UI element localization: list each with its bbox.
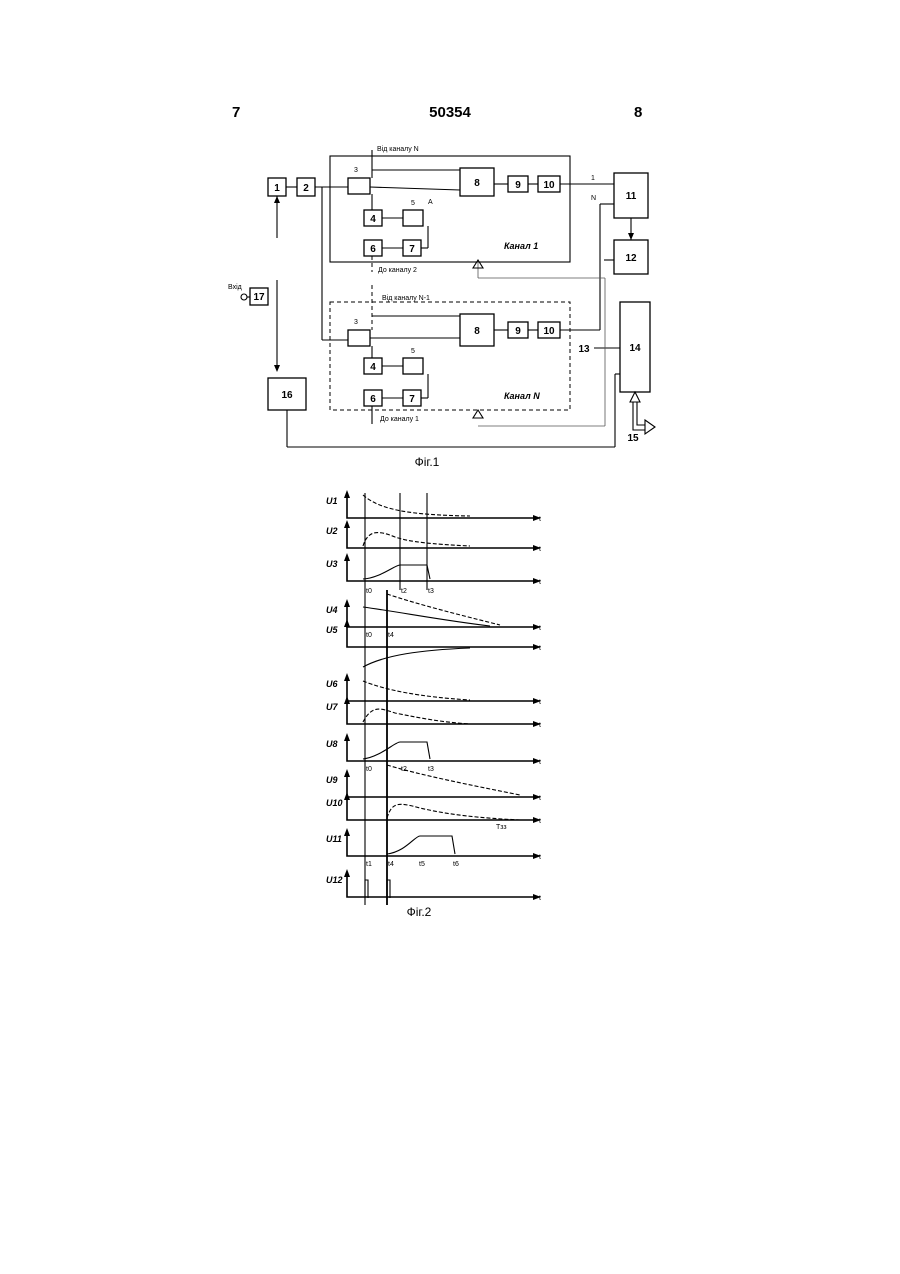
- u9-t-label: t: [539, 795, 541, 802]
- u1-axes: [347, 494, 535, 518]
- time-mark-label: t1: [366, 861, 372, 868]
- u2-curve: [363, 533, 470, 546]
- u12-vertical-arrow: [344, 869, 350, 877]
- u5-vertical-arrow: [344, 619, 350, 627]
- time-mark-label: t0: [366, 766, 372, 773]
- u10-t-label: t: [539, 818, 541, 825]
- time-mark-label: t2: [401, 588, 407, 595]
- u12-label: U12: [326, 875, 343, 885]
- u6-label: U6: [326, 679, 338, 689]
- u3-t-label: t: [539, 579, 541, 586]
- u4-curve: [363, 607, 490, 626]
- time-mark-label: t0: [366, 588, 372, 595]
- time-mark-label: t0: [366, 632, 372, 639]
- time-mark-label: t4: [388, 861, 394, 868]
- u2-label: U2: [326, 526, 338, 536]
- u4-axes: [347, 603, 535, 627]
- u7-axes: [347, 700, 535, 724]
- u10-label: U10: [326, 798, 343, 808]
- u8-label: U8: [326, 739, 338, 749]
- u3-curve: [363, 565, 430, 579]
- time-mark-label: t5: [419, 861, 425, 868]
- time-mark-label: t2: [401, 766, 407, 773]
- u5-t-label: t: [539, 645, 541, 652]
- u4-vertical-arrow: [344, 599, 350, 607]
- u8-curve: [363, 742, 430, 759]
- u11-vertical-arrow: [344, 828, 350, 836]
- u11-curve: [387, 836, 455, 854]
- u8-t-label: t: [539, 759, 541, 766]
- time-mark-label: t3: [428, 588, 434, 595]
- u2-vertical-arrow: [344, 520, 350, 528]
- u1-label: U1: [326, 496, 338, 506]
- u3-vertical-arrow: [344, 553, 350, 561]
- u3-label: U3: [326, 559, 338, 569]
- u11-t-label: t: [539, 854, 541, 861]
- u3-axes: [347, 557, 535, 581]
- u1-curve: [363, 495, 470, 516]
- time-mark-label: t6: [453, 861, 459, 868]
- u7-t-label: t: [539, 722, 541, 729]
- u7-curve: [363, 709, 470, 724]
- u7-label: U7: [326, 702, 338, 712]
- u8-vertical-arrow: [344, 733, 350, 741]
- u9-label: U9: [326, 775, 338, 785]
- time-mark-label: t4: [388, 632, 394, 639]
- u5-label: U5: [326, 625, 338, 635]
- u6-vertical-arrow: [344, 673, 350, 681]
- u1-t-label: t: [539, 516, 541, 523]
- u11-label: U11: [326, 834, 342, 844]
- u9-vertical-arrow: [344, 769, 350, 777]
- u2-t-label: t: [539, 546, 541, 553]
- u10-axes: [347, 796, 535, 820]
- u12-axes: [347, 873, 535, 897]
- u8-axes: [347, 737, 535, 761]
- u9-curve: [387, 765, 520, 795]
- timing-rows: U1tU2tU3tU4tU5tU6tU7tU8tU9tU10tU11tU12tt…: [326, 490, 541, 902]
- u10-vertical-arrow: [344, 792, 350, 800]
- fig2-caption: Фіг.2: [407, 905, 432, 919]
- u1-vertical-arrow: [344, 490, 350, 498]
- u12-t-label: t: [539, 895, 541, 902]
- extra-label: Тзз: [496, 824, 507, 831]
- u4-label: U4: [326, 605, 338, 615]
- u10-curve: [387, 804, 520, 820]
- u6-t-label: t: [539, 699, 541, 706]
- u5-curve: [363, 648, 470, 667]
- u4-curve-2: [387, 594, 500, 625]
- u7-vertical-arrow: [344, 696, 350, 704]
- u6-curve: [363, 681, 470, 700]
- time-mark-label: t3: [428, 766, 434, 773]
- u9-axes: [347, 773, 535, 797]
- u4-t-label: t: [539, 625, 541, 632]
